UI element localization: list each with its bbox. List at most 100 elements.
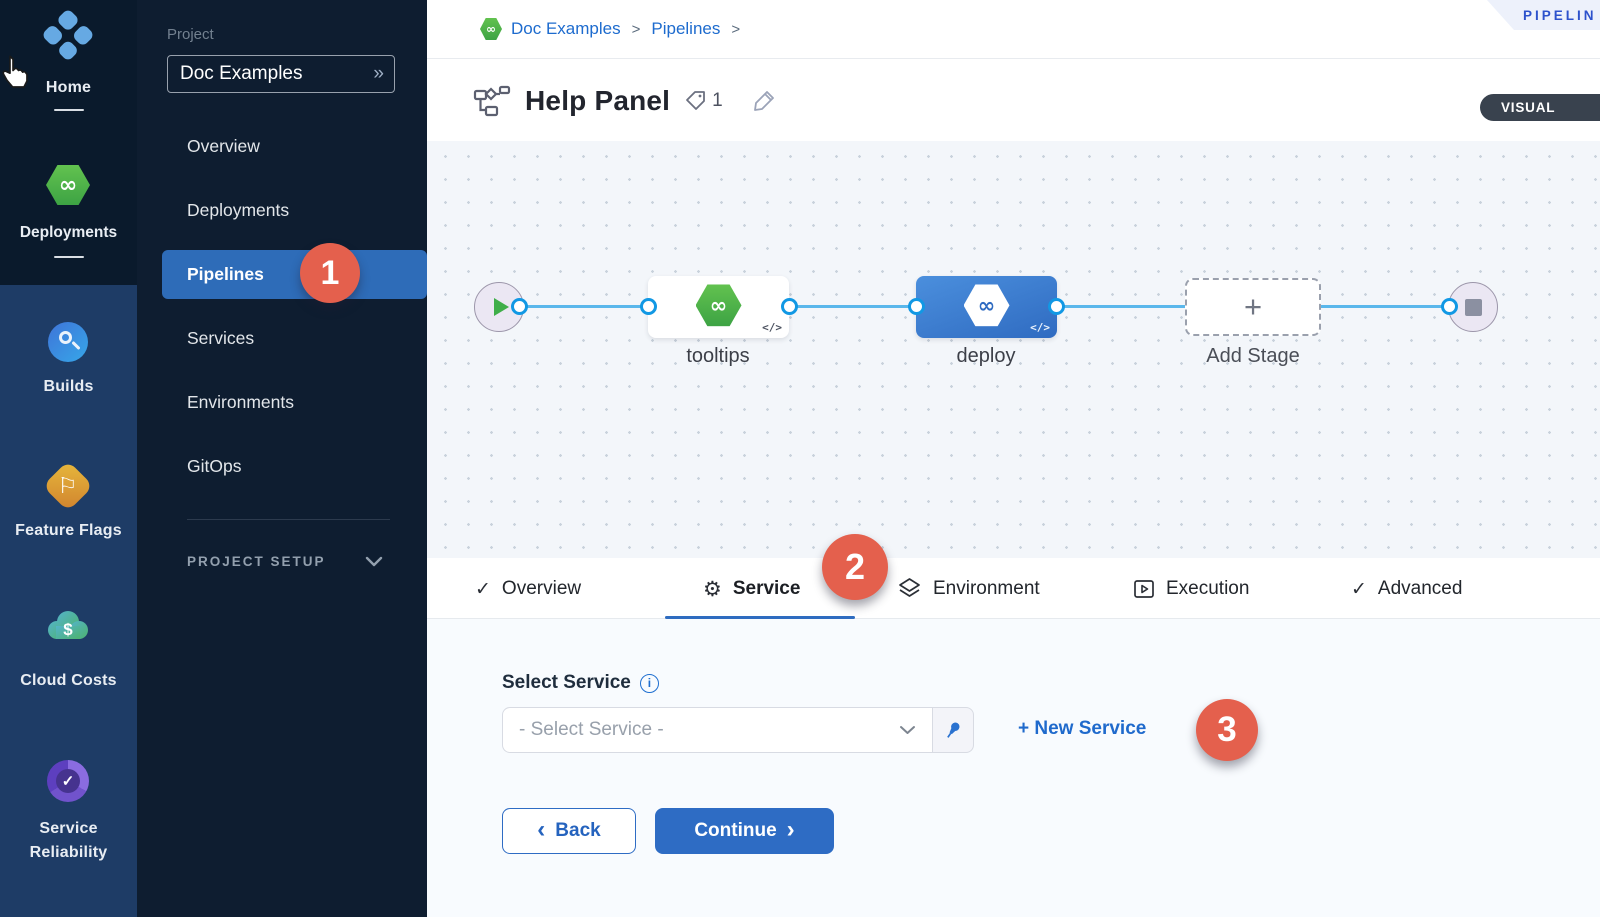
annotation-badge-3: 3 [1196, 699, 1258, 761]
stage-tabbar: ✓ Overview ⚙ Service Environment Executi… [427, 558, 1600, 619]
environment-stack-icon [897, 577, 922, 601]
sidebar-item-overview[interactable]: Overview [187, 136, 260, 156]
builds-icon [48, 322, 88, 362]
project-name: Doc Examples [180, 63, 303, 84]
execution-play-icon [1133, 579, 1155, 599]
service-tab-panel: Select Service i - Select Service - + Ne… [427, 619, 1600, 917]
active-tab-underline [665, 616, 855, 619]
node-port[interactable] [781, 298, 798, 315]
tab-label: Service [732, 577, 801, 599]
service-select-placeholder: - Select Service - [519, 719, 664, 740]
divider [187, 519, 390, 520]
annotation-badge-1: 1 [300, 243, 360, 303]
cursor-hand-icon [0, 54, 32, 90]
node-port[interactable] [1048, 298, 1065, 315]
stop-icon [1464, 298, 1482, 316]
tag-icon [686, 91, 706, 110]
sidebar-item-pipelines[interactable]: Pipelines [162, 250, 427, 299]
feature-flags-icon: ⚐ [42, 460, 94, 512]
pin-button[interactable] [932, 707, 974, 753]
stage-node-tooltips[interactable]: ∞ </> [648, 276, 789, 338]
breadcrumb-pipelines-link[interactable]: Pipelines [651, 19, 721, 38]
sidebar-item-label: Pipelines [187, 264, 264, 284]
breadcrumb-separator: > [631, 20, 641, 38]
harness-home-icon [41, 8, 95, 62]
connector-edge [1056, 305, 1185, 308]
chevron-down-icon[interactable] [365, 556, 383, 567]
check-icon: ✓ [1351, 577, 1367, 600]
node-port[interactable] [1441, 298, 1458, 315]
project-sidebar: Project Doc Examples » Overview Deployme… [137, 0, 427, 917]
double-chevron-icon: » [373, 63, 383, 84]
module-sidebar-active-section: Home ∞ Deployments [0, 0, 137, 285]
svg-text:$: $ [63, 620, 73, 639]
plus-icon: + [1243, 289, 1263, 324]
tab-label: Advanced [1377, 577, 1463, 599]
project-section-label: Project [167, 26, 214, 43]
node-port[interactable] [640, 298, 657, 315]
info-icon[interactable]: i [639, 673, 659, 693]
sidebar-item-label: Service Reliability [29, 820, 108, 861]
tab-label: Overview [501, 577, 582, 599]
new-service-link[interactable]: + New Service [1018, 718, 1147, 739]
yaml-badge-icon: </> [762, 321, 782, 334]
sidebar-item-gitops[interactable]: GitOps [187, 456, 242, 476]
deploy-stage-icon: ∞ [963, 284, 1010, 327]
deployments-icon: ∞ [46, 165, 90, 205]
sidebar-item-label: Home [45, 79, 92, 96]
add-stage-button[interactable]: + [1185, 278, 1321, 336]
project-hex-icon: ∞ [480, 18, 502, 40]
chevron-right-icon: › [786, 815, 795, 843]
sidebar-item-label: Feature Flags [15, 522, 122, 539]
connector-edge [789, 305, 916, 308]
tab-service[interactable]: ⚙ Service [703, 558, 800, 619]
pin-icon [947, 722, 960, 738]
deploy-stage-icon: ∞ [695, 284, 742, 327]
cloud-costs-icon: $ [44, 608, 92, 644]
pipeline-canvas[interactable]: ∞ </> tooltips ∞ </> deploy + Add Stage [427, 141, 1600, 558]
back-button-label: Back [555, 820, 601, 841]
sidebar-item-deployments-menu[interactable]: Deployments [187, 200, 290, 220]
tags-indicator[interactable]: 1 [684, 89, 723, 113]
stage-label: tooltips [686, 345, 750, 367]
annotation-badge-2: 2 [822, 534, 888, 600]
play-icon [493, 298, 509, 316]
sidebar-item-environments[interactable]: Environments [187, 392, 294, 412]
node-port[interactable] [511, 298, 528, 315]
yaml-badge-icon: </> [1030, 321, 1050, 334]
pipeline-titlebar: Help Panel 1 VISUAL [427, 59, 1600, 141]
node-port[interactable] [908, 298, 925, 315]
service-select-dropdown[interactable]: - Select Service - [502, 707, 932, 753]
tab-environment[interactable]: Environment [897, 558, 1040, 619]
tab-execution[interactable]: Execution [1133, 558, 1249, 619]
stage-node-deploy-selected[interactable]: ∞ </> [916, 276, 1057, 338]
sidebar-item-services[interactable]: Services [187, 328, 255, 348]
project-setup-toggle[interactable]: PROJECT SETUP [187, 554, 326, 569]
project-selector[interactable]: Doc Examples » [167, 55, 395, 93]
tab-advanced[interactable]: ✓ Advanced [1351, 558, 1462, 619]
continue-button-label: Continue [694, 820, 777, 841]
connector-edge [519, 305, 648, 308]
main-content: ∞ Doc Examples > Pipelines > PIPELIN [427, 0, 1600, 917]
back-button[interactable]: ‹ Back [502, 808, 636, 854]
service-reliability-icon: ✓ [47, 760, 89, 802]
continue-button[interactable]: Continue › [655, 808, 834, 854]
sidebar-item-label: Deployments [19, 224, 118, 241]
breadcrumb-project-link[interactable]: Doc Examples [511, 19, 621, 38]
sidebar-item-label: Cloud Costs [20, 672, 117, 689]
tab-label: Environment [933, 577, 1040, 599]
edit-pencil-icon[interactable] [751, 88, 777, 114]
module-sidebar: Home ∞ Deployments Builds ⚐ Feature Flag… [0, 0, 137, 917]
tag-count: 1 [712, 90, 723, 111]
page-title: Help Panel [525, 85, 671, 116]
breadcrumb: ∞ Doc Examples > Pipelines > [427, 0, 1600, 59]
select-service-label: Select Service [502, 672, 631, 693]
stage-label: deploy [956, 345, 1016, 367]
tab-overview[interactable]: ✓ Overview [475, 558, 581, 619]
breadcrumb-separator: > [731, 20, 741, 38]
connector-edge [1321, 305, 1449, 308]
sidebar-item-label: Builds [43, 378, 94, 395]
visual-toggle[interactable]: VISUAL [1480, 94, 1600, 121]
add-stage-label: Add Stage [1206, 345, 1300, 367]
